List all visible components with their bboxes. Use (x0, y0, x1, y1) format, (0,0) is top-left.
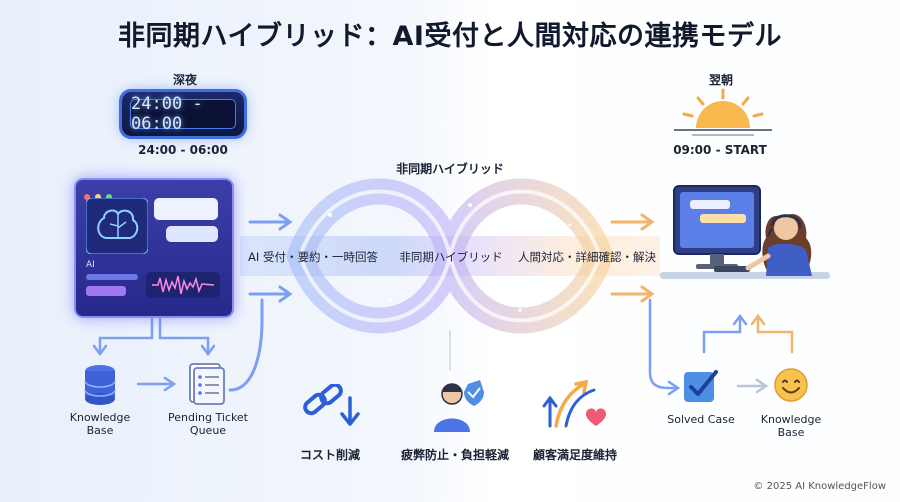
window-dots (84, 185, 113, 204)
night-clock-display: 24:00 - 06:00 (130, 94, 236, 134)
right-knowledge-base-label: Knowledge Base (760, 413, 822, 439)
solved-case-label: Solved Case (667, 413, 735, 426)
chat-bubble (166, 226, 218, 242)
benefit-satisfaction: 顧客満足度維持 (532, 448, 617, 462)
morning-label: 翌朝 (708, 73, 733, 87)
checkbox-icon (684, 370, 718, 402)
ticket-queue-icon (189, 363, 225, 405)
morning-time: 09:00 - START (673, 143, 767, 157)
copyright: © 2025 AI KnowledgeFlow (753, 481, 886, 492)
center-mid-label: 非同期ハイブリッド (399, 250, 503, 264)
smile-icon (774, 368, 808, 402)
waveform-icon (146, 272, 220, 298)
center-top-label: 非同期ハイブリッド (396, 162, 504, 176)
night-label: 深夜 (172, 73, 197, 87)
ai-intake-text: AI 受付・要約・一時回答 (248, 250, 378, 264)
human-resolution-text: 人間対応・詳細確認・解決 (518, 250, 656, 264)
benefit-fatigue-prevention: 疲弊防止・負担軽減 (400, 448, 509, 462)
night-time-range: 24:00 - 06:00 (138, 143, 228, 157)
relief-person-icon (434, 380, 484, 432)
ai-screen: AI (74, 178, 234, 318)
ai-label: AI (86, 260, 95, 270)
page-title: 非同期ハイブリッド：AI受付と人間対応の連携モデル (118, 21, 782, 52)
night-clock: 24:00 - 06:00 (122, 92, 244, 136)
satisfaction-up-icon (542, 379, 606, 428)
database-icon (84, 365, 116, 405)
brain-icon (86, 198, 148, 254)
text-line (86, 274, 138, 280)
benefit-cost-reduction: コスト削減 (299, 448, 360, 462)
broken-chain-icon (303, 384, 360, 426)
left-knowledge-base-label: Knowledge Base (69, 411, 131, 437)
operator-illustration (660, 185, 830, 279)
ai-button-bar (86, 286, 126, 296)
sunrise-icon (674, 88, 772, 136)
pending-ticket-queue-label: Pending Ticket Queue (167, 411, 248, 437)
chat-bubble (154, 198, 218, 220)
